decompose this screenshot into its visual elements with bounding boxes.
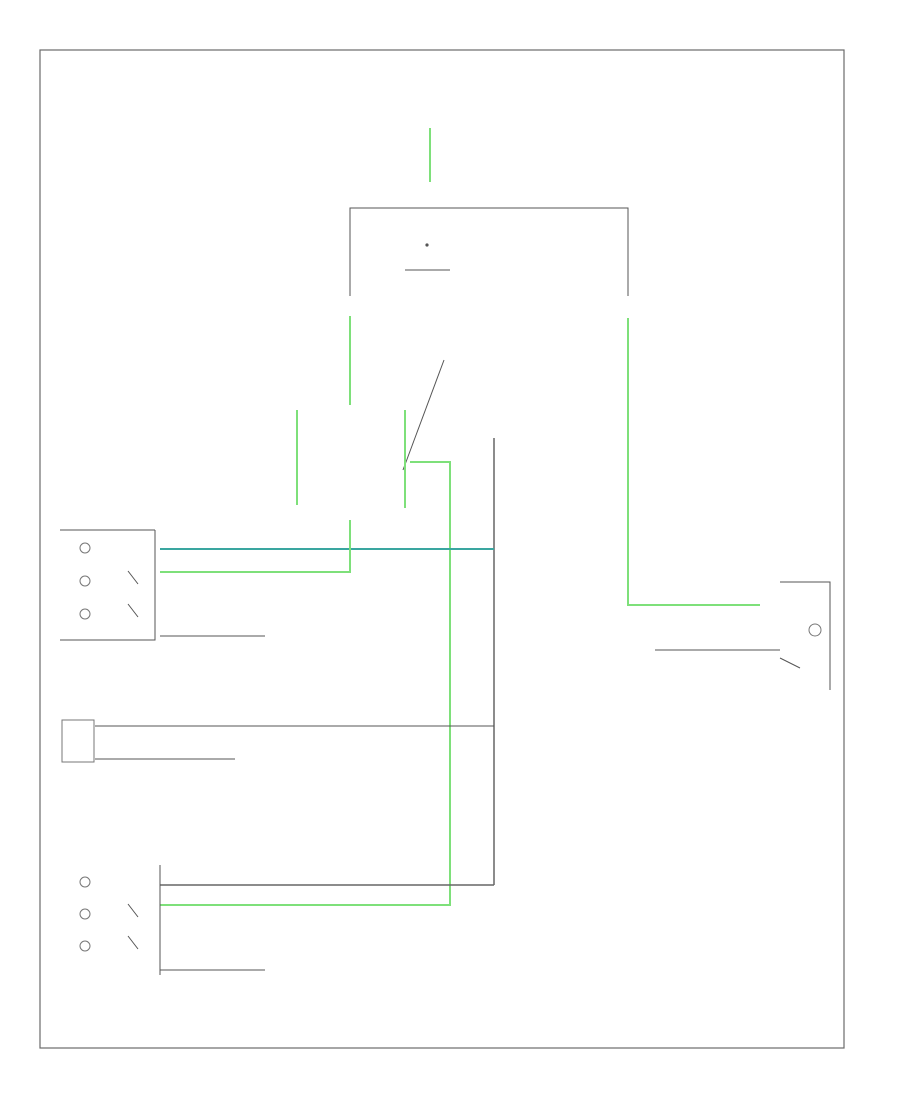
diagram-frame xyxy=(39,49,845,1049)
center-to-lower-wire xyxy=(160,461,451,906)
lamp-icon xyxy=(808,623,822,637)
switch-icon xyxy=(127,935,139,950)
lower-lamp-assembly xyxy=(79,865,494,975)
lamp-icon xyxy=(79,940,91,952)
splice-icon xyxy=(425,243,429,247)
lamp-icon xyxy=(79,608,91,620)
middle-lamp-assembly xyxy=(61,719,494,763)
mid-lamp-wire xyxy=(160,520,351,573)
switch-icon xyxy=(127,903,139,918)
lamp-icon xyxy=(79,876,91,888)
left-lamp-assembly xyxy=(60,529,265,641)
switch-icon xyxy=(127,570,139,585)
switch-icon xyxy=(127,603,139,618)
right-branch-wire xyxy=(627,318,760,606)
right-switch-assembly xyxy=(655,581,831,690)
middle-lamp-housing xyxy=(61,719,95,763)
splice-block xyxy=(405,243,450,271)
splice-bus xyxy=(349,207,629,296)
lamp-icon xyxy=(79,575,91,587)
lamp-icon xyxy=(79,542,91,554)
switch-icon xyxy=(779,657,801,669)
lamp-icon xyxy=(79,908,91,920)
left-lamp-box xyxy=(60,530,156,641)
right-switch-box xyxy=(780,581,831,690)
center-note-leader xyxy=(402,359,445,471)
